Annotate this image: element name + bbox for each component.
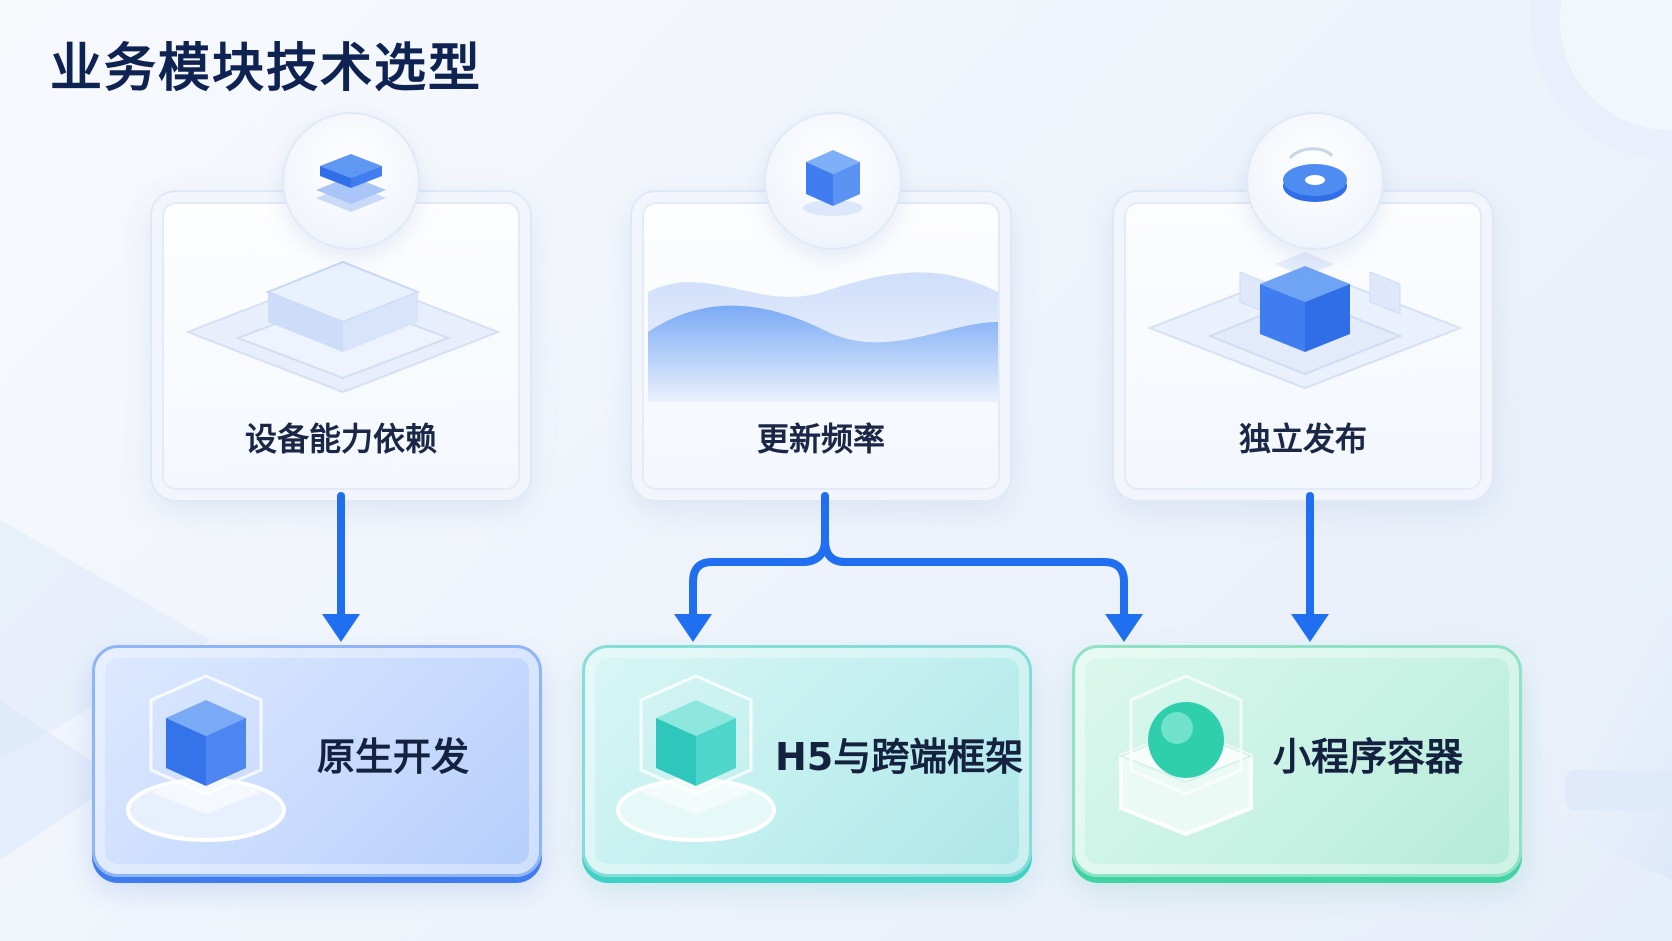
layered-platform-illustration (185, 260, 501, 394)
cube-icon (764, 112, 902, 250)
modular-cubes-illustration (1147, 252, 1463, 390)
solution-card-h5-crossplatform: H5与跨端框架 (582, 645, 1032, 877)
solution-card-miniprogram: 小程序容器 (1072, 645, 1522, 877)
blue-cube-icon (126, 674, 286, 842)
wave-illustration (648, 272, 998, 402)
factor-label: 独立发布 (1238, 420, 1367, 458)
solution-label: H5与跨端框架 (775, 735, 1024, 779)
solution-card-native: 原生开发 (92, 645, 542, 877)
factor-label: 设备能力依赖 (244, 420, 437, 458)
solution-label: 原生开发 (317, 735, 470, 779)
stacked-layers-icon (282, 112, 420, 250)
teal-cube-icon (616, 674, 776, 842)
page-title: 业务模块技术选型 (50, 39, 483, 99)
ring-disc-icon (1246, 112, 1384, 250)
green-orb-icon (1118, 674, 1254, 837)
factor-label: 更新频率 (756, 420, 885, 458)
solution-label: 小程序容器 (1273, 735, 1464, 779)
